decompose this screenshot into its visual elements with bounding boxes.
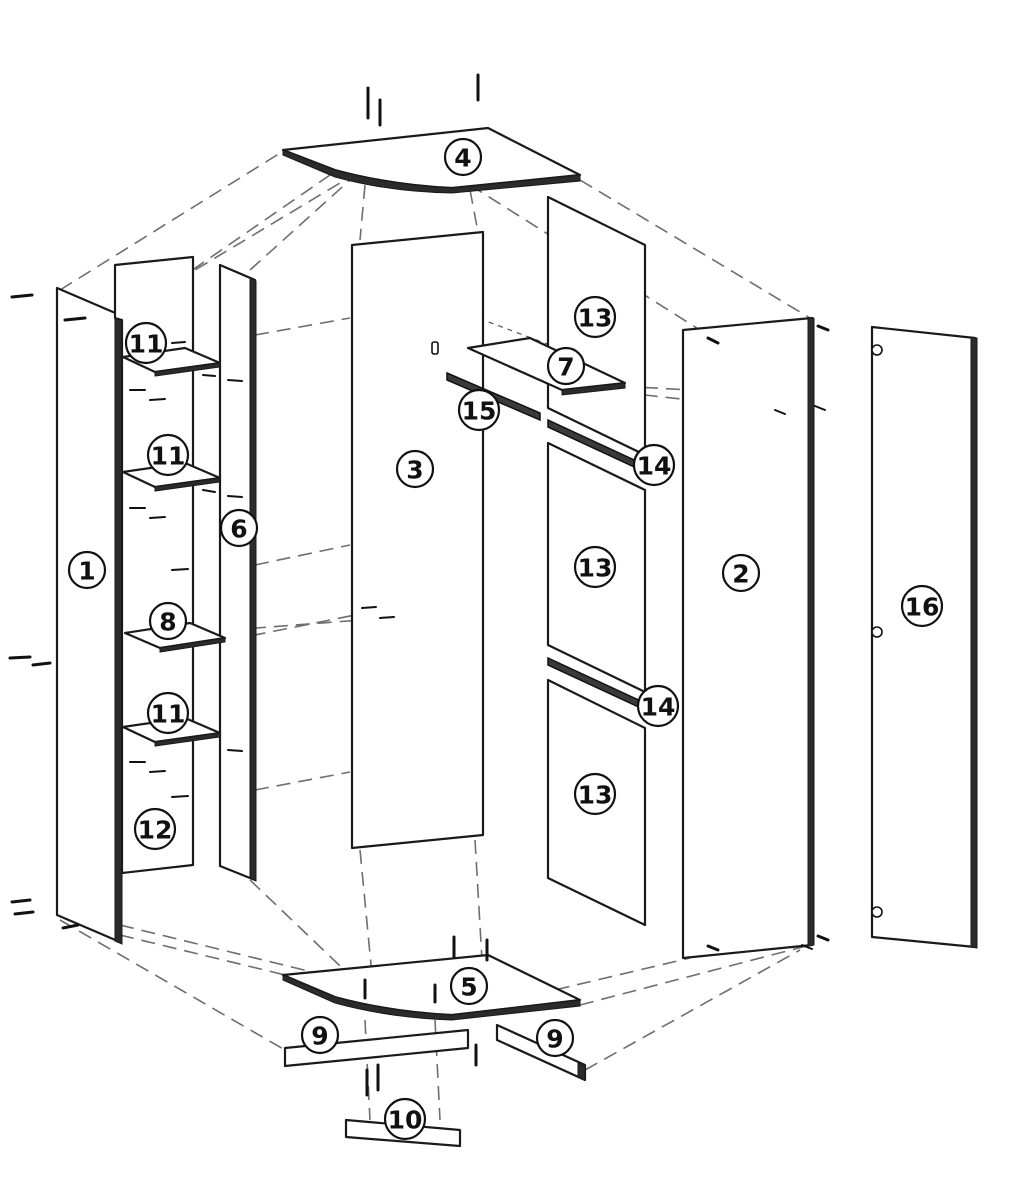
callout-part-15: 15 bbox=[457, 388, 501, 432]
callout-part-2: 2 bbox=[721, 553, 761, 593]
callout-part-6: 6 bbox=[219, 508, 259, 548]
callout-part-10: 10 bbox=[383, 1097, 427, 1141]
callout-part-14a: 14 bbox=[632, 443, 676, 487]
callout-label: 14 bbox=[637, 452, 672, 481]
callout-part-9b: 9 bbox=[535, 1018, 575, 1058]
callout-part-12: 12 bbox=[133, 807, 177, 851]
callout-part-11c: 11 bbox=[146, 691, 190, 735]
callout-part-11b: 11 bbox=[146, 433, 190, 477]
callout-label: 11 bbox=[129, 330, 164, 359]
callout-label: 2 bbox=[732, 560, 749, 589]
callout-label: 11 bbox=[151, 700, 186, 729]
callout-part-5: 5 bbox=[449, 966, 489, 1006]
callout-label: 14 bbox=[641, 693, 676, 722]
callout-part-4: 4 bbox=[443, 137, 483, 177]
back-panel bbox=[350, 230, 485, 850]
callout-label: 4 bbox=[454, 144, 471, 173]
callout-label: 12 bbox=[138, 816, 173, 845]
callout-label: 3 bbox=[406, 456, 423, 485]
callout-part-9a: 9 bbox=[300, 1015, 340, 1055]
callout-part-8: 8 bbox=[148, 601, 188, 641]
callout-part-13b: 13 bbox=[573, 545, 617, 589]
callout-label: 7 bbox=[557, 353, 574, 382]
shelf-divider-panel bbox=[218, 263, 257, 882]
callout-part-3: 3 bbox=[395, 449, 435, 489]
callout-label: 6 bbox=[230, 515, 247, 544]
left-side-panel bbox=[55, 286, 123, 945]
callout-label: 11 bbox=[151, 442, 186, 471]
door-panel bbox=[870, 325, 978, 949]
callout-label: 9 bbox=[546, 1025, 563, 1054]
callout-label: 13 bbox=[578, 781, 613, 810]
callout-label: 16 bbox=[905, 593, 940, 622]
callout-part-13c: 13 bbox=[573, 772, 617, 816]
screws bbox=[8, 73, 830, 1097]
callout-label: 9 bbox=[311, 1022, 328, 1051]
callout-label: 13 bbox=[578, 554, 613, 583]
callout-label: 8 bbox=[159, 608, 176, 637]
callout-label: 1 bbox=[78, 557, 95, 586]
callout-part-1: 1 bbox=[67, 550, 107, 590]
plinths bbox=[283, 1023, 587, 1148]
bottom-panel bbox=[281, 953, 582, 1021]
callout-part-7: 7 bbox=[546, 346, 586, 386]
callout-part-11a: 11 bbox=[124, 321, 168, 365]
callout-label: 15 bbox=[462, 397, 497, 426]
callout-part-14b: 14 bbox=[636, 684, 680, 728]
callout-part-13a: 13 bbox=[573, 295, 617, 339]
top-panel bbox=[281, 126, 582, 194]
callout-label: 10 bbox=[388, 1106, 423, 1135]
right-side-panel bbox=[681, 316, 815, 960]
rails bbox=[446, 371, 646, 712]
callout-part-16: 16 bbox=[900, 584, 944, 628]
callout-label: 13 bbox=[578, 304, 613, 333]
callout-label: 5 bbox=[460, 973, 477, 1002]
small-shelf bbox=[466, 336, 627, 396]
